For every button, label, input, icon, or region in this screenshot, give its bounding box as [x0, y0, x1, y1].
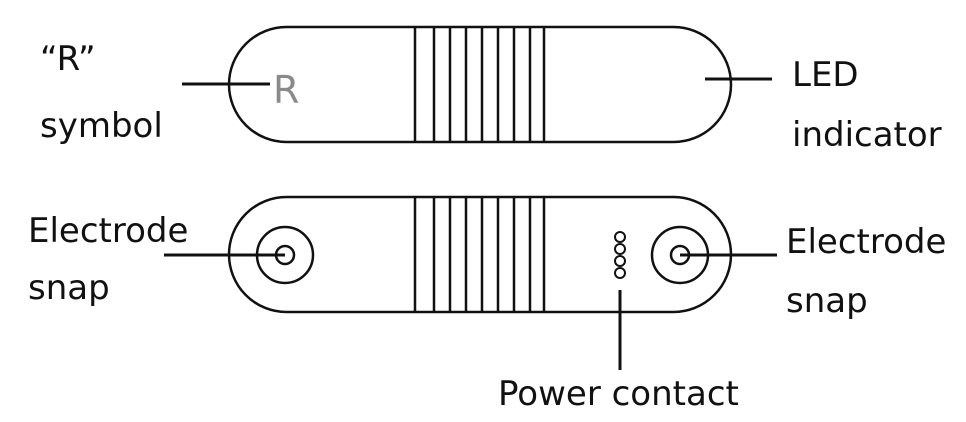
power-contact-dots — [614, 231, 626, 279]
label-electrode-left-line2: snap — [28, 268, 110, 308]
device-top-grip-lines — [413, 27, 546, 142]
label-power-contact: Power contact — [498, 374, 739, 414]
label-led-line1: LED — [792, 55, 859, 95]
device-top-view — [227, 25, 733, 144]
label-electrode-left-line1: Electrode — [28, 211, 188, 251]
device-bottom-grip-lines — [413, 197, 546, 312]
label-led-line2: indicator — [792, 115, 942, 155]
leader-lines — [164, 77, 777, 370]
device-bottom-view — [227, 195, 733, 314]
r-symbol-mark: R — [273, 68, 299, 112]
label-r-symbol-line1: “R” — [40, 39, 96, 79]
label-electrode-right-line1: Electrode — [786, 222, 946, 262]
device-bottom-body — [227, 195, 733, 314]
device-top-body — [227, 25, 733, 144]
label-electrode-right-line2: snap — [786, 281, 868, 321]
label-r-symbol-line2: symbol — [40, 106, 163, 146]
